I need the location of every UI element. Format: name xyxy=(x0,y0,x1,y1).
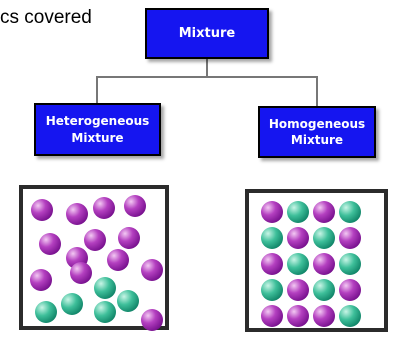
particle-purple xyxy=(339,227,361,249)
particle-purple xyxy=(313,305,335,327)
particle-green xyxy=(287,201,309,223)
connector-right-drop xyxy=(316,76,318,106)
heterogeneous-node-label-line2: Mixture xyxy=(71,130,124,145)
particle-purple xyxy=(93,197,115,219)
clipped-heading-text: cs covered xyxy=(0,7,92,28)
mixture-node-label: Mixture xyxy=(178,25,236,41)
connector-root-stem xyxy=(206,59,208,77)
heterogeneous-mixture-node: Heterogeneous Mixture xyxy=(34,103,161,156)
particle-green xyxy=(287,253,309,275)
particle-green xyxy=(35,301,57,323)
particle-purple xyxy=(287,227,309,249)
particle-purple xyxy=(31,199,53,221)
particle-green xyxy=(61,293,83,315)
particle-purple xyxy=(84,229,106,251)
particle-green xyxy=(313,227,335,249)
particle-purple xyxy=(107,249,129,271)
mixture-node: Mixture xyxy=(145,8,269,59)
particle-green xyxy=(339,305,361,327)
particle-purple xyxy=(287,279,309,301)
particle-green xyxy=(339,253,361,275)
particle-purple xyxy=(70,262,92,284)
particle-purple xyxy=(261,305,283,327)
homogeneous-mixture-node: Homogeneous Mixture xyxy=(258,106,376,158)
particle-purple xyxy=(339,279,361,301)
particle-purple xyxy=(141,309,163,331)
particle-green xyxy=(261,227,283,249)
particle-purple xyxy=(118,227,140,249)
particle-purple xyxy=(313,253,335,275)
connector-left-drop xyxy=(96,76,98,103)
heterogeneous-particles-image xyxy=(19,185,169,331)
homogeneous-node-label-line2: Mixture xyxy=(290,133,344,147)
particle-purple xyxy=(261,201,283,223)
particle-purple xyxy=(66,203,88,225)
homogeneous-particles-image xyxy=(245,189,388,332)
particle-purple xyxy=(124,195,146,217)
connector-horizontal xyxy=(96,76,318,78)
particle-green xyxy=(94,301,116,323)
heterogeneous-node-label-line1: Heterogeneous xyxy=(45,114,150,129)
particle-purple xyxy=(313,201,335,223)
particle-green xyxy=(261,279,283,301)
particle-purple xyxy=(287,305,309,327)
particle-purple xyxy=(39,233,61,255)
particle-green xyxy=(313,279,335,301)
particle-green xyxy=(117,290,139,312)
homogeneous-node-label-line1: Homogeneous xyxy=(268,116,366,131)
particle-purple xyxy=(261,253,283,275)
particle-purple xyxy=(30,269,52,291)
particle-purple xyxy=(141,259,163,281)
particle-green xyxy=(339,201,361,223)
particle-green xyxy=(94,277,116,299)
